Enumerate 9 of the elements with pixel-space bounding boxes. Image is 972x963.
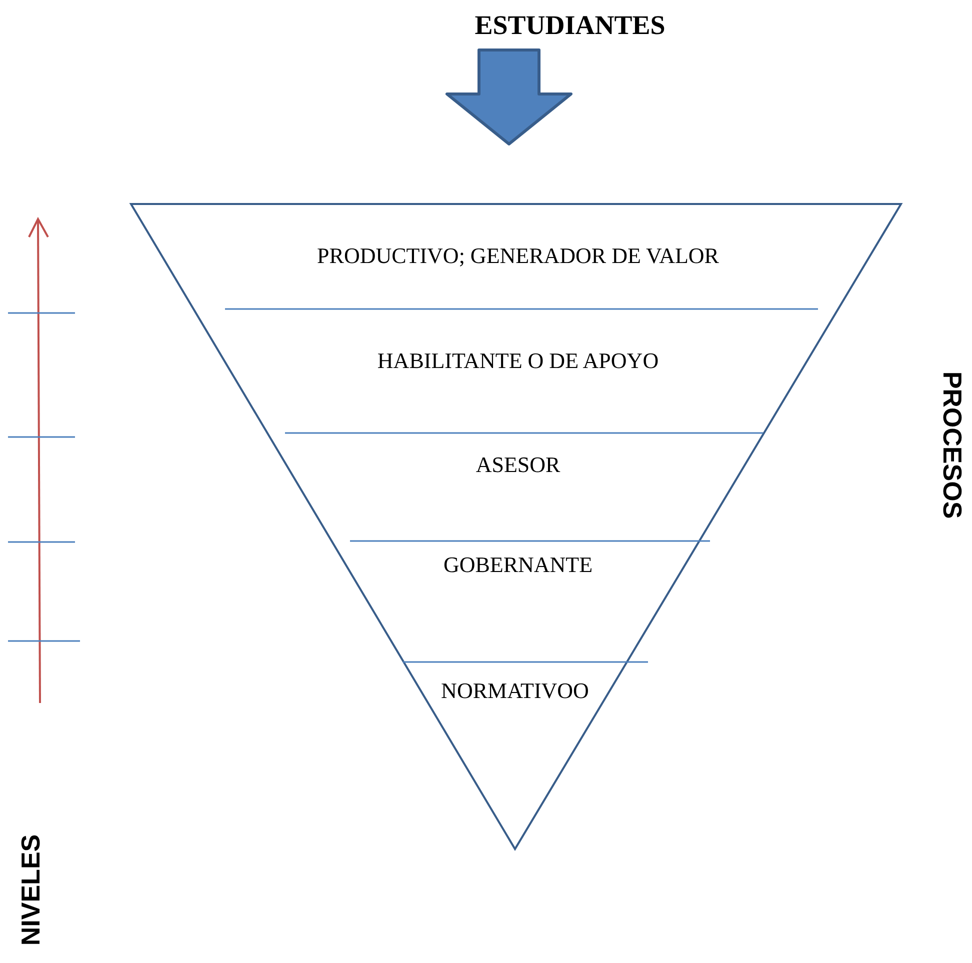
axis-title: NIVELES xyxy=(15,834,46,946)
level-label: ASESOR xyxy=(476,452,560,478)
level-label: GOBERNANTE xyxy=(443,552,593,578)
heading: ESTUDIANTES xyxy=(474,9,666,42)
level-label: PRODUCTIVO; GENERADOR DE VALOR xyxy=(317,243,719,269)
level-label: NORMATIVOO xyxy=(441,678,589,704)
axis-title: PROCESOS xyxy=(937,371,968,519)
level-label: HABILITANTE O DE APOYO xyxy=(377,348,659,374)
block-arrow xyxy=(446,48,572,146)
